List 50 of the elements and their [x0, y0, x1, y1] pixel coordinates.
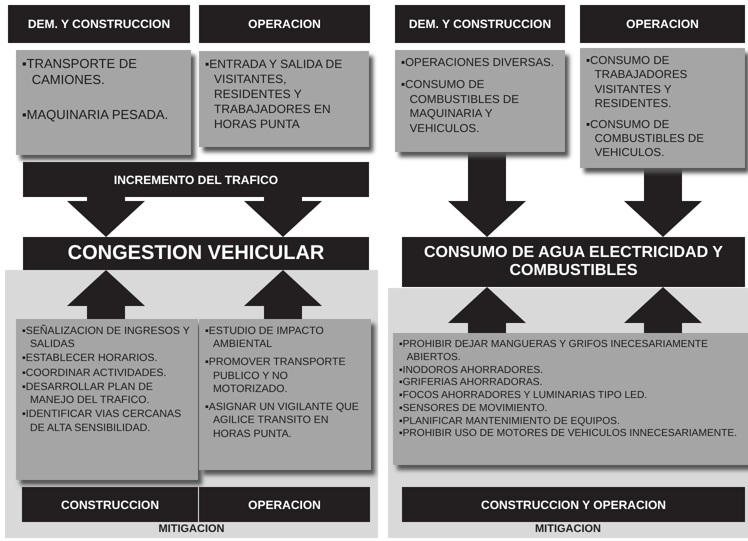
panel-background	[388, 288, 748, 538]
block-arrow	[448, 287, 526, 333]
text-card	[580, 48, 745, 168]
panel-background	[5, 270, 378, 538]
list-item: ▪PLANIFICAR MANTENIMIENTO DE EQUIPOS.	[399, 416, 621, 428]
list-item: ▪GRIFERIAS AHORRADORAS.	[399, 377, 544, 390]
list-item: ▪ASIGNAR UN VIGILANTE QUE AGILICE TRANSITO EN HORAS PUNTA.	[205, 401, 360, 441]
label-bar: DEM. Y CONSTRUCCION	[8, 5, 190, 43]
list-item: ▪FOCOS AHORRADORES Y LUMINARIAS TIPO LED.	[399, 390, 648, 403]
label-bar: OPERACION	[580, 5, 745, 43]
text-card	[395, 50, 565, 152]
text-card	[393, 333, 748, 465]
label-bar: OPERACION	[199, 5, 370, 43]
label-bar: OPERACION	[199, 487, 370, 522]
list-item: ▪MAQUINARIA PESADA.	[22, 106, 170, 123]
list-item: ▪SEÑALIZACION DE INGRESOS Y SALIDAS	[22, 325, 191, 352]
list-item: ▪CONSUMO DE COMBUSTIBLES DE MAQUINARIA Y VEHICULOS.	[401, 78, 520, 136]
text-card	[16, 50, 191, 155]
list-item: ▪OPERACIONES DIVERSAS.	[401, 56, 555, 70]
label-bar: CONSTRUCCION Y OPERACION	[402, 487, 745, 522]
list-item: ▪DESARROLLAR PLAN DE MANEJO DEL TRAFICO.	[22, 380, 154, 408]
label-bar: CONSTRUCCION	[22, 487, 198, 522]
list-item: ▪TRANSPORTE DE CAMIONES.	[22, 56, 138, 88]
list-item: ▪CONSUMO DE COMBUSTIBLES DE VEHICULOS.	[586, 118, 705, 161]
label-bar: DEM. Y CONSTRUCCION	[395, 5, 565, 43]
list-item: ▪CONSUMO DE TRABAJADORES VISITANTES Y RESIDENTES.	[586, 54, 688, 112]
block-arrow	[67, 197, 145, 237]
text-card	[199, 51, 369, 147]
list-item: ▪INODOROS AHORRADORES.	[399, 364, 544, 378]
panel-heading: MITIGACION	[158, 523, 226, 535]
block-arrow	[624, 168, 702, 237]
text-card	[16, 319, 198, 480]
block-arrow	[448, 152, 526, 237]
block-arrow	[67, 270, 145, 319]
label-bar: CONSUMO DE AGUA ELECTRICIDAD Y COMBUSTIBLES	[402, 237, 745, 287]
list-item: ▪PROHIBIR DEJAR MANGUERAS Y GRIFOS INECESARIAMENTE ABIERTOS.	[399, 339, 709, 364]
list-item: ▪PROMOVER TRANSPORTE PUBLICO Y NO MOTORIZADO.	[205, 356, 347, 396]
panel-heading: MITIGACION	[534, 523, 602, 535]
text-card	[199, 319, 371, 470]
list-item: ▪IDENTIFICAR VIAS CERCANAS DE ALTA SENSIBILIDAD.	[22, 408, 182, 435]
list-item: ▪SENSORES DE MOVIMIENTO.	[399, 402, 548, 416]
list-item: ▪ESTUDIO DE IMPACTO AMBIENTAL	[205, 325, 325, 352]
label-bar: INCREMENTO DEL TRAFICO	[23, 162, 369, 197]
block-arrow	[244, 197, 322, 237]
list-item: ▪COORDINAR ACTIVIDADES.	[22, 366, 168, 380]
list-item: ▪ESTABLECER HORARIOS.	[22, 352, 158, 366]
label-bar: CONGESTION VEHICULAR	[23, 237, 369, 270]
list-item: ▪ENTRADA Y SALIDA DE VISITANTES, RESIDENTES Y TRABAJADORES EN HORAS PUNTA	[205, 57, 344, 132]
list-item: ▪PROHIBIR USO DE MOTORES DE VEHICULOS INNECESARIAMENTE.	[399, 428, 738, 441]
block-arrow	[244, 270, 322, 319]
